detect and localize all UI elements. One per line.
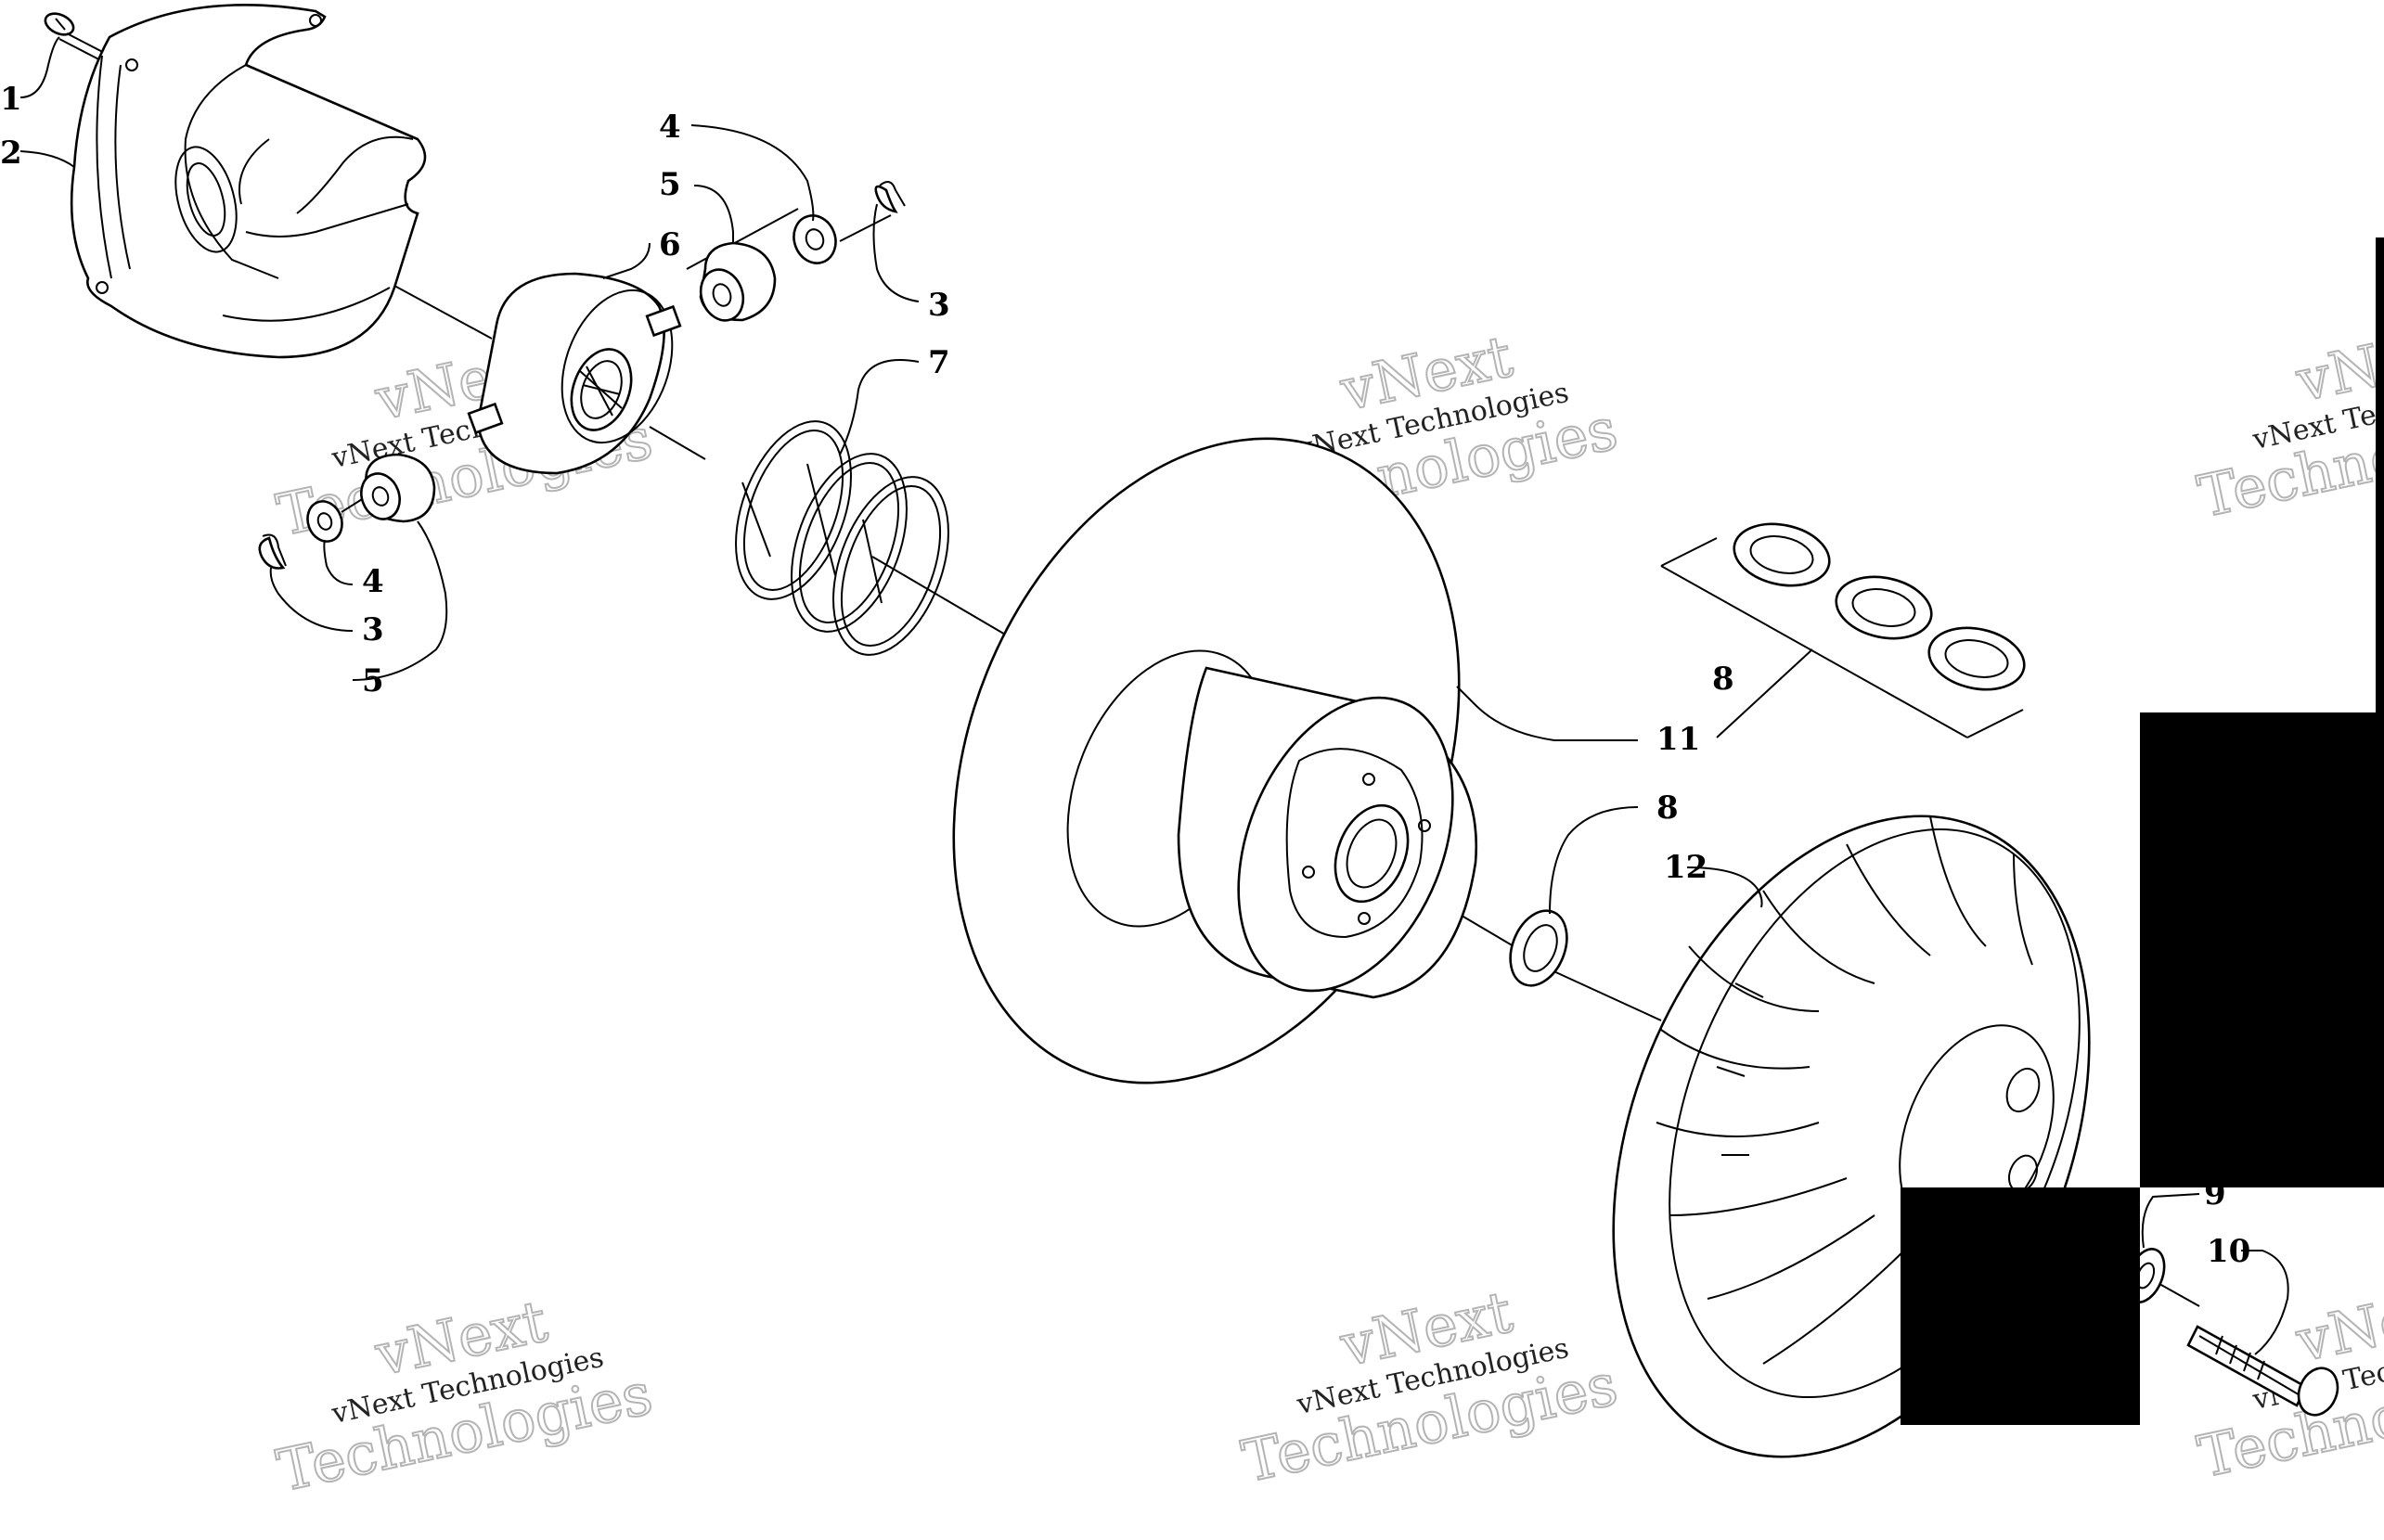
axis-segment — [649, 426, 706, 460]
callout-3-upper: 3 — [928, 287, 950, 324]
part-roller-lower — [360, 453, 436, 523]
callout-9: 9 — [2204, 1175, 2226, 1213]
callout-3-lower: 3 — [362, 611, 384, 648]
part-washer-lower — [306, 500, 343, 543]
part-bolt-washer — [2125, 1248, 2339, 1417]
part-movable-sheave — [952, 437, 1478, 1084]
callout-8-single: 8 — [1656, 789, 1679, 827]
callout-5-upper: 5 — [659, 166, 681, 203]
callout-8-set: 8 — [1712, 661, 1734, 698]
part-clip-lower — [258, 533, 287, 570]
redaction-block-lower — [1901, 1187, 2140, 1425]
part-washer-single — [1509, 909, 1568, 987]
callout-12: 12 — [1664, 849, 1707, 886]
callout-10: 10 — [2207, 1233, 2250, 1270]
redaction-strip-edge — [2376, 237, 2384, 712]
callout-4-lower: 4 — [362, 563, 384, 600]
part-washer-set — [1660, 522, 2026, 738]
axis-segment — [686, 208, 799, 270]
part-spider-hub — [467, 272, 682, 475]
part-spring — [735, 420, 949, 656]
callout-labels: 1 2 4 5 6 3 7 4 3 5 8 11 8 12 9 10 — [0, 81, 2250, 1270]
axis-segment — [1549, 969, 1662, 1021]
callout-11: 11 — [1656, 721, 1700, 758]
watermark-w4: vNext vNext Technologies Technologies — [270, 1286, 659, 1506]
watermark-w3: vNext vNext Technologies Technologies — [2191, 312, 2384, 532]
part-clip-upper — [874, 181, 906, 213]
redaction-block-right — [2140, 712, 2384, 1187]
callout-5-lower: 5 — [362, 662, 384, 699]
callout-1: 1 — [0, 81, 22, 118]
part-cover-housing — [70, 3, 427, 359]
callout-4-upper: 4 — [659, 109, 681, 146]
callout-6: 6 — [659, 226, 681, 263]
callout-2: 2 — [0, 135, 22, 172]
axis-segment — [871, 556, 1008, 636]
watermark-w5: vNext vNext Technologies Technologies — [1235, 1277, 1624, 1496]
part-roller-upper — [699, 241, 777, 322]
callout-7: 7 — [928, 344, 950, 381]
part-washer-upper — [793, 214, 837, 264]
redaction-blocks — [1901, 237, 2384, 1425]
leader-lines — [19, 36, 2289, 1355]
axis-segment — [839, 214, 892, 242]
